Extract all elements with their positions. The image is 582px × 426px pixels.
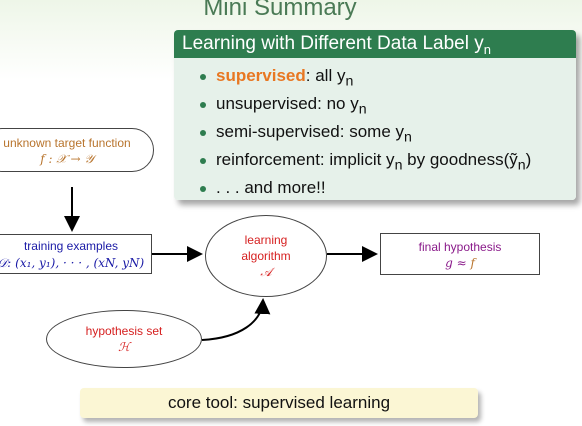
core-tool-box: core tool: supervised learning bbox=[80, 388, 478, 418]
supervised-highlight: supervised bbox=[216, 66, 306, 85]
list-item-text: reinforcement: implicit y bbox=[216, 150, 395, 169]
algorithm-label-1: learning bbox=[244, 233, 288, 247]
arrow-hypothesis-to-algorithm bbox=[201, 298, 271, 341]
target-function-node: unknown target function f : 𝒳 → 𝒴 bbox=[0, 128, 154, 172]
list-item-sub: n bbox=[345, 73, 354, 90]
learning-algorithm-node: learning algorithm 𝒜 bbox=[205, 215, 327, 297]
list-item-reinforcement: reinforcement: implicit yn by goodness(ỹ… bbox=[174, 146, 576, 174]
list-item-sub: n bbox=[404, 129, 412, 146]
final-g: g ≈ bbox=[445, 256, 471, 270]
block-title-sub: n bbox=[483, 41, 491, 57]
target-label: unknown target function bbox=[3, 136, 131, 150]
list-item-sub: n bbox=[394, 157, 403, 174]
target-formula: f : 𝒳 → 𝒴 bbox=[40, 152, 94, 166]
list-item-tail: by goodness(ỹ bbox=[402, 150, 518, 169]
list-item-unsupervised: unsupervised: no yn bbox=[174, 90, 576, 118]
training-examples-node: training examples 𝒟: (x₁, y₁), · · · , (… bbox=[0, 234, 152, 274]
list-item-text: semi-supervised: some y bbox=[216, 122, 405, 141]
list-item-text: unsupervised: no y bbox=[216, 94, 359, 113]
list-item-semi-supervised: semi-supervised: some yn bbox=[174, 118, 576, 146]
list-item-text: . . . and more!! bbox=[216, 178, 326, 197]
final-formula: g ≈ f bbox=[381, 255, 539, 271]
hypothesis-set-node: hypothesis set ℋ bbox=[46, 310, 202, 368]
algorithm-symbol: 𝒜 bbox=[260, 265, 272, 279]
final-f: f bbox=[470, 256, 475, 270]
list-item-more: . . . and more!! bbox=[174, 174, 576, 200]
block-body: supervised: all yn unsupervised: no yn s… bbox=[174, 58, 576, 200]
training-label: training examples bbox=[23, 239, 119, 253]
final-hypothesis-node: final hypothesis g ≈ f bbox=[380, 233, 540, 275]
summary-block: Learning with Different Data Label yn su… bbox=[174, 30, 576, 200]
hypothesis-label: hypothesis set bbox=[85, 324, 163, 338]
final-label: final hypothesis bbox=[418, 240, 502, 254]
label-type-list: supervised: all yn unsupervised: no yn s… bbox=[174, 62, 576, 200]
list-item-text: : all y bbox=[305, 66, 346, 85]
slide-title: Mini Summary bbox=[203, 0, 357, 21]
block-title-text: Learning with Different Data Label y bbox=[182, 33, 484, 54]
block-title: Learning with Different Data Label yn bbox=[174, 30, 576, 58]
list-item-sub: n bbox=[358, 101, 367, 118]
training-formula: 𝒟: (x₁, y₁), · · · , (xN, yN) bbox=[0, 256, 145, 270]
list-item-supervised: supervised: all yn bbox=[174, 62, 576, 90]
algorithm-label-2: algorithm bbox=[241, 249, 291, 263]
list-item-tail-sub: n bbox=[517, 157, 526, 174]
hypothesis-symbol: ℋ bbox=[118, 340, 130, 354]
list-item-tail-end: ) bbox=[525, 150, 532, 169]
